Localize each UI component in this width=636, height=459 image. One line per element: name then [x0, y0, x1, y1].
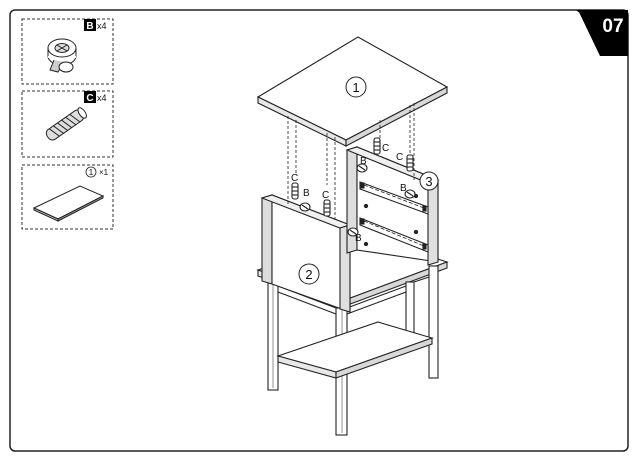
callout-side-panel-right: 3 [425, 174, 432, 189]
callout-side-panel-left: 2 [305, 267, 312, 282]
cam-right-b [404, 189, 416, 199]
drawer-runner-upper [359, 181, 429, 215]
callouts: 1 2 3 C C C C B B B B [291, 76, 439, 285]
part-1-qty: ×1 [99, 168, 109, 177]
part-1-id: 1 [89, 168, 94, 177]
drawer-runner-lower [359, 217, 429, 253]
part-box-c: C x4 [21, 90, 114, 158]
part-box-b: B x4 [21, 18, 114, 85]
step-badge: 07 [576, 10, 628, 56]
part-c-id: C [86, 93, 93, 104]
label-dowel-right-b: C [396, 152, 403, 163]
cam-left-b [347, 227, 359, 237]
step-number: 07 [602, 16, 623, 37]
part-c-qty: x4 [97, 93, 107, 103]
page-frame [9, 9, 629, 452]
dowel-left-b [323, 199, 331, 217]
dowel-right-a [373, 137, 381, 155]
label-cam-left-b: B [355, 233, 362, 244]
callout-top-panel: 1 [352, 80, 359, 95]
dowels [291, 137, 414, 217]
label-dowel-left-b: C [322, 190, 329, 201]
parts-list: B x4 C x4 [21, 18, 114, 230]
cam-lock-fitting-icon [47, 38, 77, 73]
cam-left-a [299, 202, 311, 212]
label-dowel-left-a: C [291, 173, 298, 184]
part-b-qty: x4 [97, 21, 107, 31]
label-cam-left-a: B [303, 188, 310, 199]
top-panel-icon [32, 185, 105, 222]
wooden-dowel-icon [45, 107, 87, 141]
label-dowel-right-a: C [382, 143, 389, 154]
assembly-guide-lines [287, 103, 415, 222]
part-b-id: B [86, 21, 93, 32]
dowel-right-b [406, 154, 414, 172]
label-cam-right-b: B [400, 183, 407, 194]
dowel-left-a [291, 182, 299, 200]
cam-fittings [299, 163, 416, 237]
label-cam-right-a: B [360, 156, 367, 167]
cam-right-a [356, 163, 368, 173]
part-box-1: 1 ×1 [21, 164, 114, 230]
